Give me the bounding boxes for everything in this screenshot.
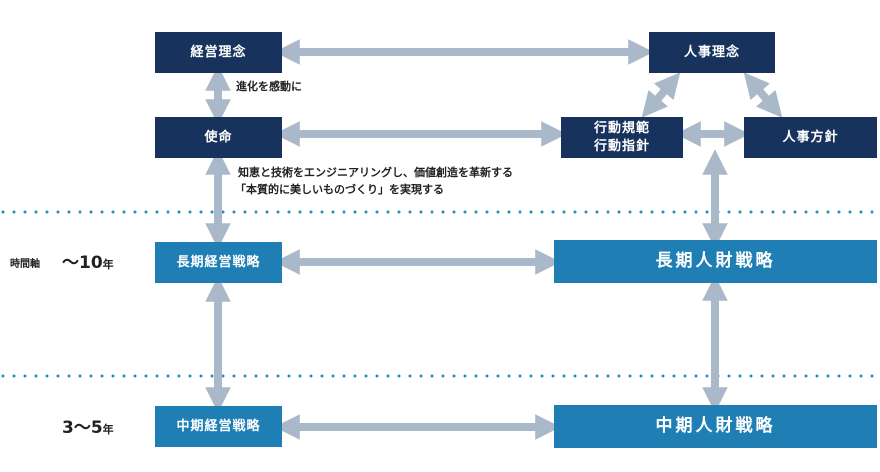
management-philosophy-label: 経営理念	[190, 44, 247, 60]
arrow-hr-philosophy-policy	[743, 72, 783, 118]
mid-term-hr-strategy-label: 中期人財戦略	[655, 416, 776, 437]
long-term-hr-strategy-label: 長期人財戦略	[655, 251, 776, 272]
mid-term-management-strategy-label: 中期経営戦略	[176, 418, 261, 434]
time-axis-label: 時間軸	[10, 259, 40, 270]
code-of-conduct-box: 行動規範 行動指針	[561, 117, 683, 158]
long-range-value: 〜10	[62, 253, 103, 273]
arrow-hr-philosophy-conduct	[641, 72, 681, 118]
conduct-guidelines-label: 行動指針	[593, 138, 650, 154]
long-term-hr-strategy-box: 長期人財戦略	[554, 240, 877, 283]
hr-policy-box: 人事方針	[744, 117, 877, 158]
mid-term-hr-strategy-box: 中期人財戦略	[554, 405, 877, 448]
mid-range-value: 3〜5	[62, 418, 103, 438]
hr-policy-label: 人事方針	[782, 129, 839, 145]
mission-label: 使命	[204, 129, 233, 145]
long-range-label: 〜10年	[62, 248, 114, 273]
hr-philosophy-box: 人事理念	[649, 32, 775, 73]
mid-term-management-strategy-box: 中期経営戦略	[155, 406, 282, 447]
mission-box: 使命	[155, 117, 282, 158]
mission-statement-line2: 「本質的に美しいものづくり」を実現する	[235, 183, 444, 196]
management-philosophy-box: 経営理念	[155, 32, 282, 73]
hr-philosophy-label: 人事理念	[683, 44, 740, 60]
mid-range-unit: 年	[102, 423, 114, 436]
long-range-unit: 年	[102, 258, 114, 271]
vision-caption: 進化を感動に	[236, 80, 302, 93]
code-of-conduct-label: 行動規範	[593, 120, 650, 136]
mid-range-label: 3〜5年	[62, 413, 114, 438]
mission-statement-line1: 知恵と技術をエンジニアリングし、価値創造を革新する	[238, 166, 513, 179]
long-term-management-strategy-label: 長期経営戦略	[176, 254, 261, 270]
long-term-management-strategy-box: 長期経営戦略	[155, 242, 282, 283]
